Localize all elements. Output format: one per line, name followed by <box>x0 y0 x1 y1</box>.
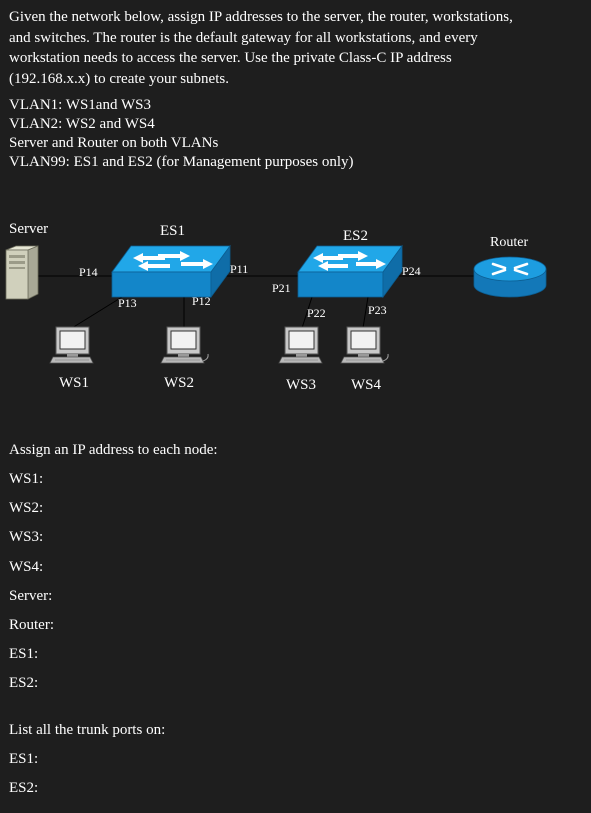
assign-ws3-label: WS3: <box>9 529 44 545</box>
connection-lines <box>36 275 478 329</box>
ws2-label: WS2 <box>164 375 194 391</box>
server-icon <box>5 245 39 300</box>
port-p12-label: P12 <box>192 294 211 308</box>
ws4-label: WS4 <box>351 377 382 393</box>
assign-ws4-label: WS4: <box>9 559 44 575</box>
router-label: Router <box>490 235 528 250</box>
trunk-heading: List all the trunk ports on: <box>9 722 166 738</box>
network-diagram: Server ES1 ES2 <box>5 221 547 393</box>
server-label: Server <box>9 221 48 237</box>
link-ws3-es2 <box>301 296 313 329</box>
intro-line: (192.168.x.x) to create your subnets. <box>9 70 229 87</box>
port-p13-label: P13 <box>118 296 137 310</box>
intro-line: workstation needs to access the server. … <box>9 50 452 66</box>
vlan-1-line: VLAN1: WS1and WS3 <box>9 97 151 113</box>
port-p23-label: P23 <box>368 303 387 317</box>
trunk-es1-label: ES1: <box>9 751 39 767</box>
question-intro: Given the network below, assign IP addre… <box>9 7 579 89</box>
trunk-es2-label: ES2: <box>9 780 39 796</box>
es2-switch-icon <box>297 244 403 299</box>
link-ws1-es1 <box>71 296 123 329</box>
ws3-workstation-icon <box>278 326 323 364</box>
ws3-label: WS3 <box>286 377 316 393</box>
assign-es1-label: ES1: <box>9 646 39 662</box>
intro-line: and switches. The router is the default … <box>9 29 478 46</box>
port-p11-label: P11 <box>230 262 248 276</box>
port-p14-label: P14 <box>79 265 98 279</box>
router-icon <box>473 256 547 298</box>
ws1-label: WS1 <box>59 375 89 391</box>
vlan-2-line: VLAN2: WS2 and WS4 <box>9 116 155 132</box>
port-p22-label: P22 <box>307 306 326 320</box>
intro-line: Given the network below, assign IP addre… <box>9 9 513 25</box>
assign-ws1-label: WS1: <box>9 471 44 487</box>
assign-heading: Assign an IP address to each node: <box>9 442 218 458</box>
es1-switch-icon <box>111 244 231 299</box>
port-p21-label: P21 <box>272 281 291 295</box>
link-ws4-es2 <box>362 296 369 329</box>
ws2-workstation-icon <box>160 326 209 364</box>
es1-label: ES1 <box>160 223 185 239</box>
assign-router-label: Router: <box>9 617 54 633</box>
ws4-workstation-icon <box>340 326 389 364</box>
vlan-list: VLAN1: WS1and WS3 VLAN2: WS2 and WS4 Ser… <box>9 96 354 172</box>
vlan-99-line: VLAN99: ES1 and ES2 (for Management purp… <box>9 154 354 170</box>
es2-label: ES2 <box>343 228 368 244</box>
server-router-line: Server and Router on both VLANs <box>9 135 219 151</box>
assign-ws2-label: WS2: <box>9 500 44 516</box>
assign-server-label: Server: <box>9 588 53 604</box>
assign-es2-label: ES2: <box>9 675 39 691</box>
ws1-workstation-icon <box>49 326 94 364</box>
port-p24-label: P24 <box>402 264 421 278</box>
